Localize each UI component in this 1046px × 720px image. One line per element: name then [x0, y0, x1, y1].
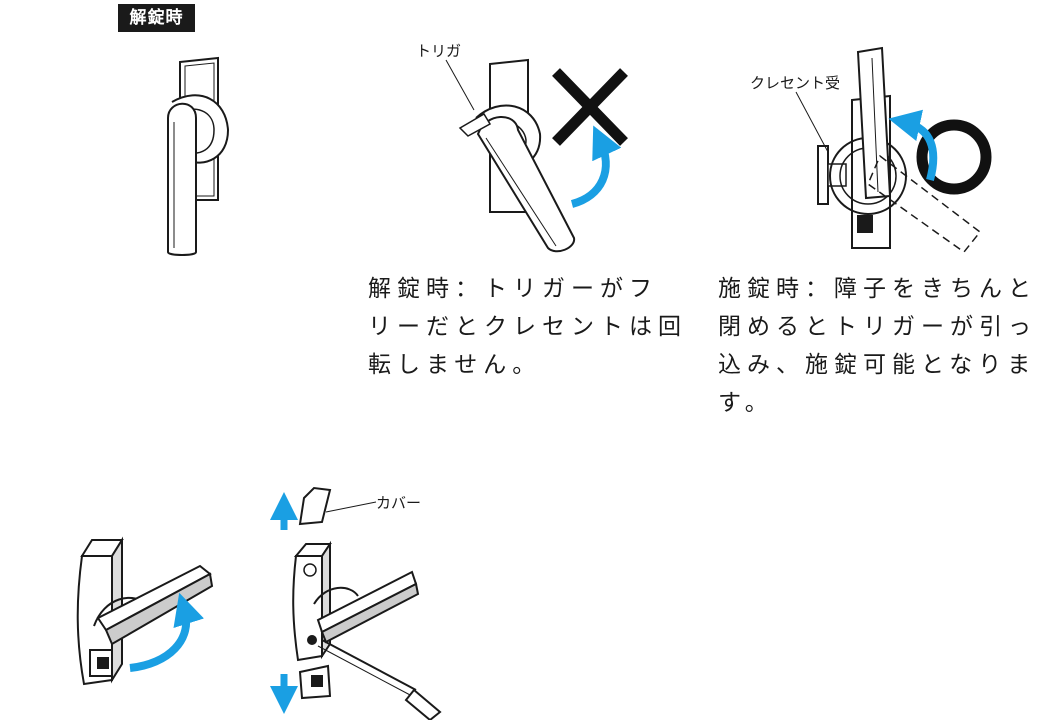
- unlocked-caption-line: 転しません。: [368, 352, 542, 378]
- locked-caption-line: 込み、施錠可能となりま: [718, 352, 1037, 378]
- unlocked-caption-line: リーだとクレセントは回: [368, 314, 687, 340]
- rotate-arrow-3d: [129, 592, 205, 672]
- screwdriver: [317, 639, 442, 720]
- unlocked-caption: 解錠時：トリガーがフ リーだとクレセントは回 転しません。: [368, 270, 687, 384]
- handle-trigger-free-illustration: [458, 58, 576, 253]
- unlocked-state-tag: 解錠時: [118, 4, 195, 32]
- cover-leader-line: [325, 501, 377, 513]
- cover-callout: カバー: [376, 494, 422, 512]
- trigger-callout: トリガ: [416, 42, 462, 60]
- unlocked-caption-line: 解錠時：トリガーがフ: [368, 276, 658, 302]
- circle-mark: [916, 119, 992, 195]
- cover-removal-illustration: [292, 486, 420, 700]
- handle-locking-illustration: [817, 46, 982, 254]
- locked-caption-line: 閉めるとトリガーが引っ: [718, 314, 1037, 340]
- handle-3d-rotate-illustration: [76, 536, 214, 686]
- rotate-arrow-allowed: [888, 109, 938, 182]
- locked-caption-line: 施錠時：障子をきちんと: [718, 276, 1037, 302]
- crescent-receiver-leader-line: [795, 91, 829, 153]
- x-mark: [552, 68, 628, 146]
- locked-caption: 施錠時：障子をきちんと 閉めるとトリガーが引っ 込み、施錠可能となりま す。: [718, 270, 1037, 422]
- trigger-leader-line: [445, 59, 475, 111]
- rotate-arrow-blocked: [570, 125, 622, 208]
- crescent-receiver-callout: クレセント受: [750, 74, 841, 92]
- locked-caption-line: す。: [718, 390, 774, 416]
- handle-unlocked-illustration: [167, 56, 230, 256]
